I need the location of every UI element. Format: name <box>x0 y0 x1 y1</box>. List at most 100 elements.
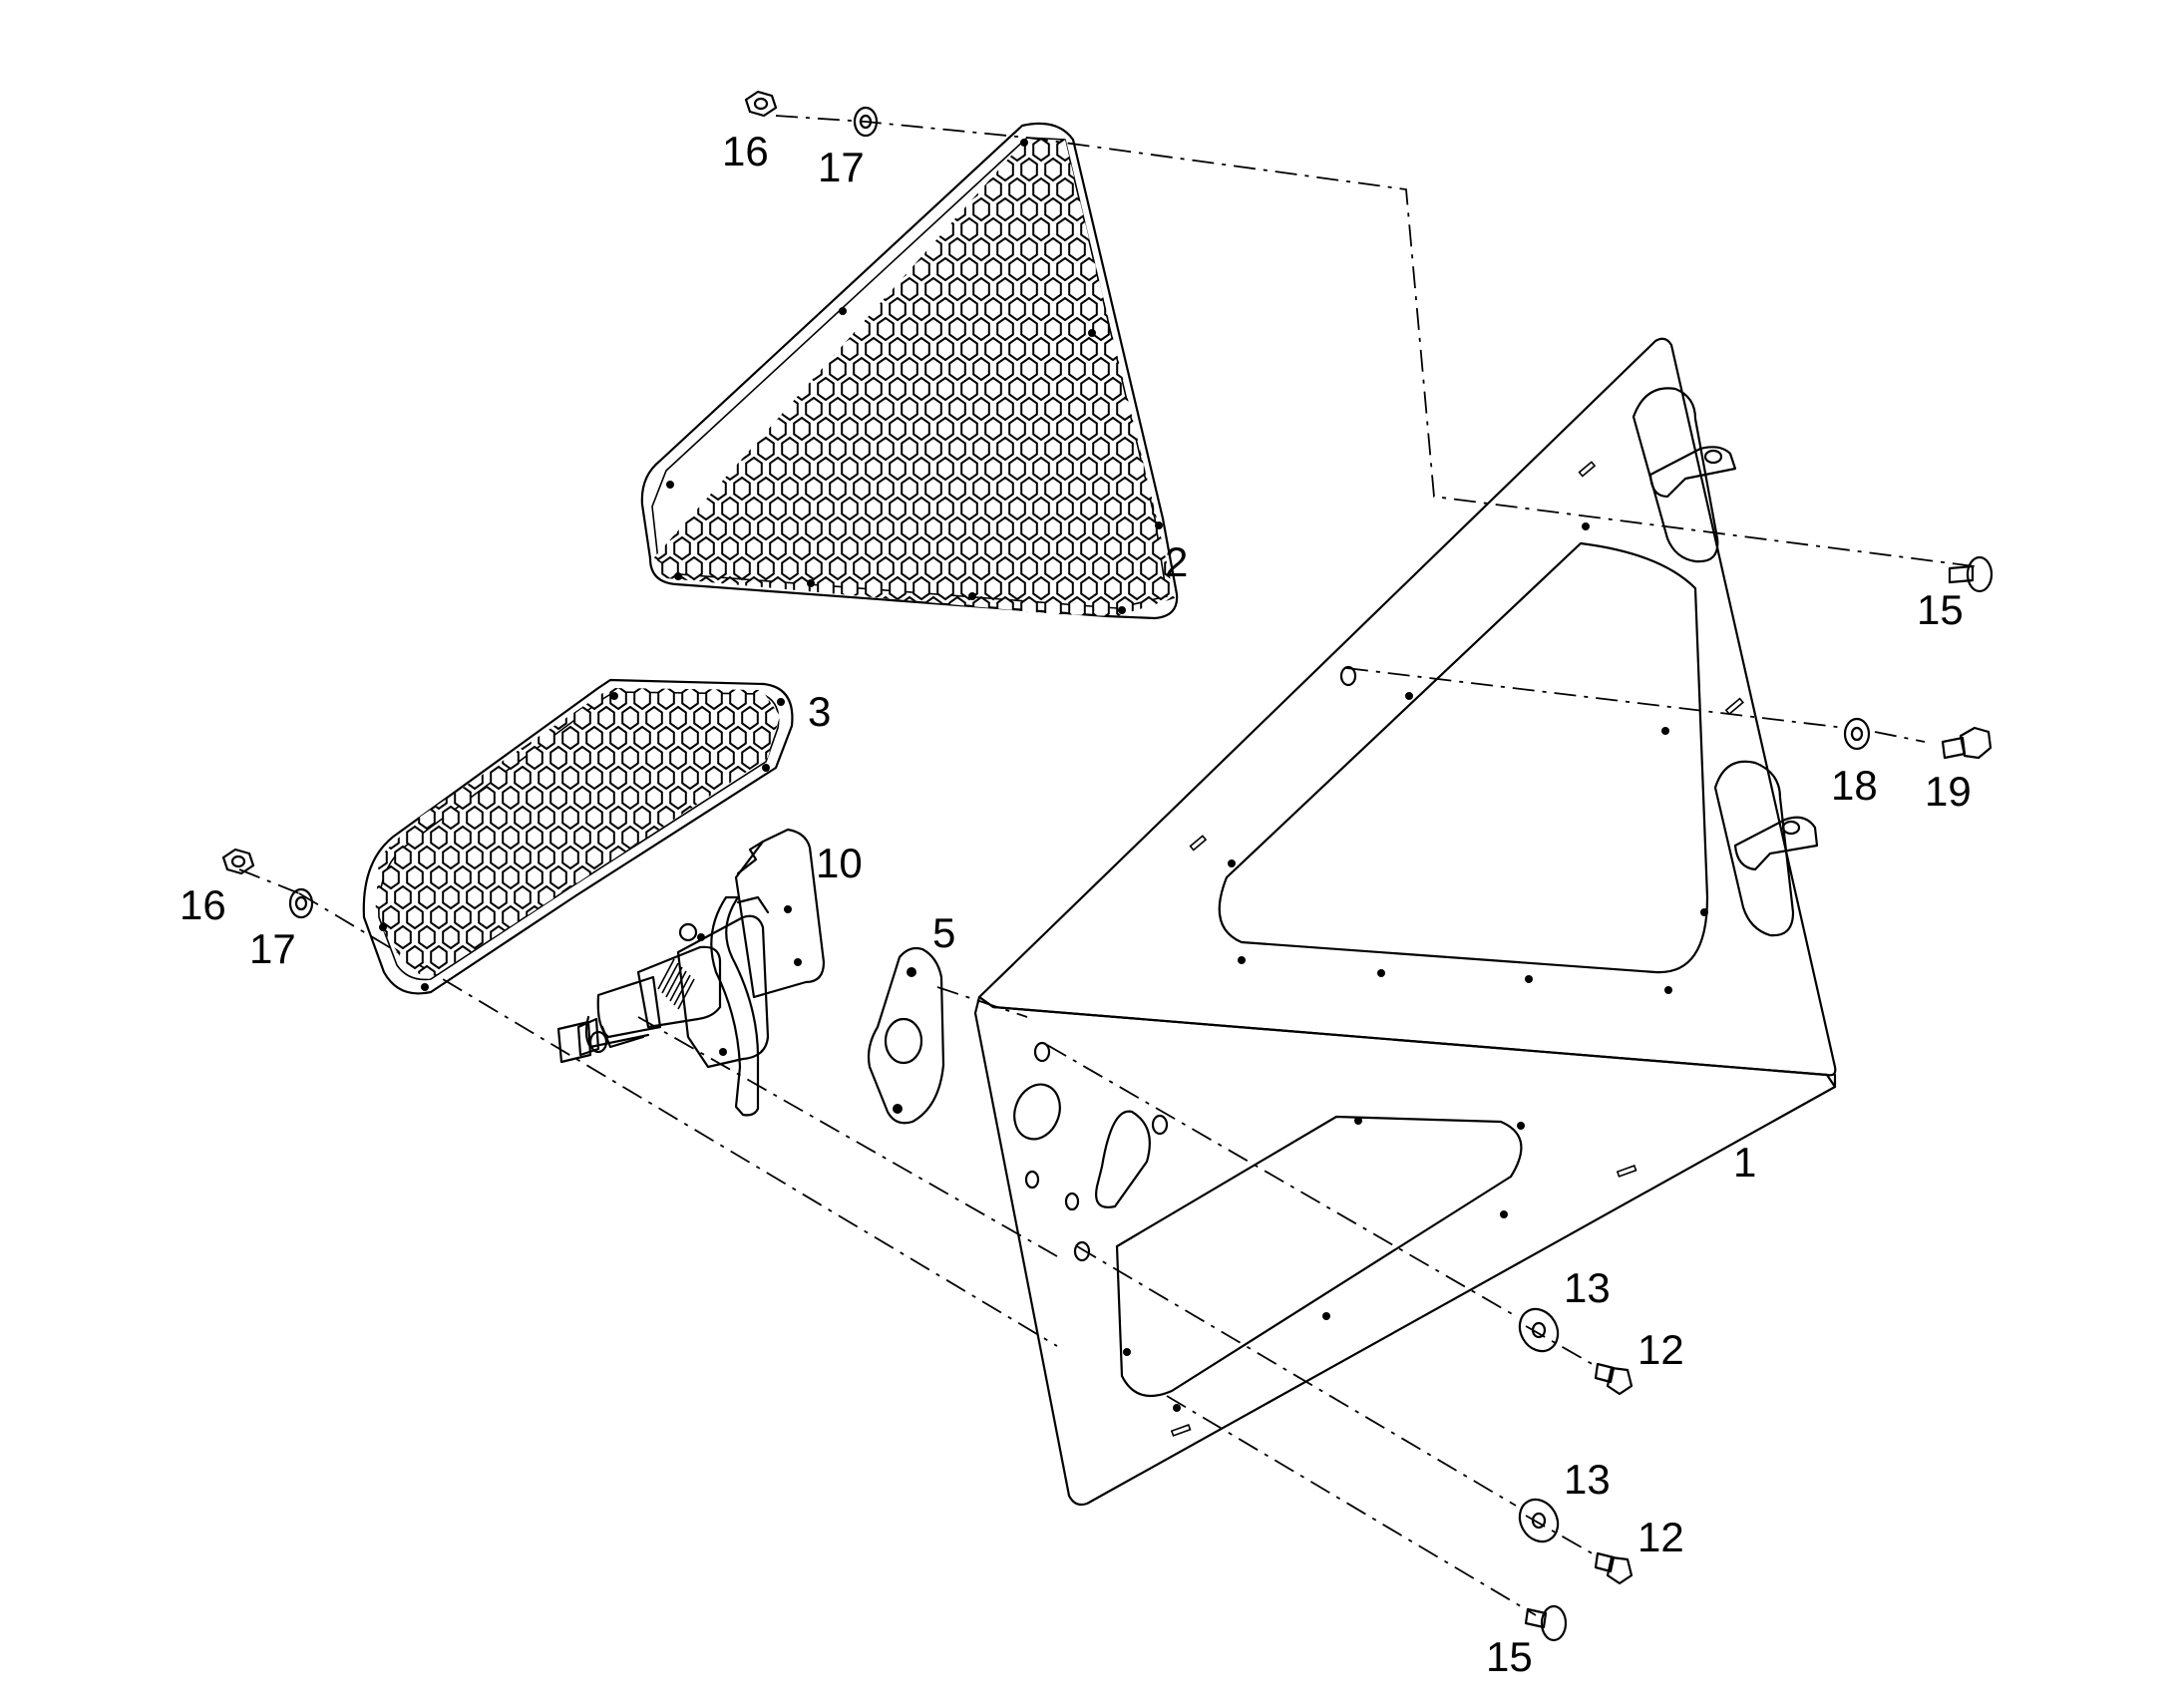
part-16-nut-left <box>221 848 255 875</box>
perforation-hole <box>621 864 639 890</box>
perforation-hole <box>526 904 544 930</box>
perforation-hole <box>669 745 687 771</box>
perforation-hole <box>781 396 799 422</box>
perforation-hole <box>769 535 787 561</box>
callout-16-top: 16 <box>722 128 769 174</box>
perforation-hole <box>984 216 1002 242</box>
perforation-hole <box>661 157 679 182</box>
perforation-hole <box>1068 436 1086 462</box>
perforation-hole <box>753 924 771 950</box>
perforation-hole <box>1104 416 1122 442</box>
perforation-hole <box>793 456 811 482</box>
perforation-hole <box>1008 456 1026 482</box>
perforation-hole <box>733 436 751 462</box>
perforation-hole <box>924 157 942 182</box>
part-15-bolt-lower <box>1524 1604 1568 1642</box>
perforation-hole <box>1056 296 1074 322</box>
perforation-hole <box>649 138 667 163</box>
callout-15-upper: 15 <box>1917 586 1964 633</box>
perforation-hole <box>573 904 591 930</box>
perforation-hole <box>661 515 679 541</box>
perforation-hole <box>645 864 663 890</box>
perforation-hole <box>1164 236 1175 262</box>
perforation-hole <box>1104 216 1122 242</box>
perforation-hole <box>984 256 1002 282</box>
perforation-hole <box>585 964 603 979</box>
perforation-hole <box>502 864 520 890</box>
perforation-hole <box>1080 138 1098 163</box>
perforation-hole <box>829 236 847 262</box>
perforation-hole <box>609 884 627 910</box>
perforation-hole <box>561 884 579 910</box>
perforation-hole <box>514 964 532 979</box>
perforation-hole <box>633 924 651 950</box>
perforation-hole <box>685 276 703 302</box>
perforation-hole <box>960 376 978 402</box>
perforation-hole <box>1080 456 1098 482</box>
perforation-hole <box>1080 256 1098 282</box>
perforation-hole <box>709 515 727 541</box>
perforation-hole <box>1116 476 1134 502</box>
perforation-hole <box>1164 396 1175 422</box>
perforation-hole <box>901 157 918 182</box>
perforation-hole <box>490 924 508 950</box>
perforation-hole <box>889 176 907 202</box>
perforation-hole <box>394 964 412 979</box>
perforation-hole <box>777 924 780 950</box>
perforation-hole <box>781 476 799 502</box>
perforation-hole <box>502 944 520 970</box>
part-5-gasket-plate <box>867 946 945 1125</box>
part-10-latch <box>556 828 826 1117</box>
perforation-hole <box>948 476 966 502</box>
perforation-hole <box>889 496 907 521</box>
perforation-hole <box>1068 476 1086 502</box>
perforation-hole <box>889 575 907 601</box>
perforation-hole <box>924 436 942 462</box>
perforation-hole <box>709 595 727 616</box>
perforation-hole <box>454 745 472 771</box>
perforation-hole <box>549 745 567 771</box>
perforation-hole <box>972 316 990 342</box>
perforation-hole <box>733 196 751 222</box>
perforation-hole <box>924 555 942 581</box>
perforation-hole <box>889 535 907 561</box>
perforation-hole <box>661 316 679 342</box>
perforation-hole <box>936 575 954 601</box>
perforation-hole <box>984 575 1002 601</box>
perforation-hole <box>936 256 954 282</box>
callout-3: 3 <box>808 688 831 735</box>
perforation-hole <box>765 825 780 851</box>
perforation-hole <box>996 316 1014 342</box>
perforation-hole <box>1140 196 1158 222</box>
perforation-hole <box>1044 356 1062 382</box>
perforation-hole <box>466 688 484 711</box>
perforation-hole <box>585 845 603 870</box>
perforation-hole <box>936 376 954 402</box>
perforation-hole <box>1140 236 1158 262</box>
perforation-hole <box>1152 296 1170 322</box>
perforation-hole <box>685 356 703 382</box>
perforation-hole <box>853 236 871 262</box>
perforation-hole <box>841 256 859 282</box>
perforation-hole <box>948 396 966 422</box>
perforation-hole <box>841 456 859 482</box>
perforation-hole <box>853 476 871 502</box>
callout-13-lower: 13 <box>1564 1456 1611 1503</box>
perforation-hole <box>901 555 918 581</box>
perforation-hole <box>996 396 1014 422</box>
perforation-hole <box>996 196 1014 222</box>
perforation-hole <box>877 157 895 182</box>
perforation-hole <box>538 964 555 979</box>
perforation-hole <box>901 476 918 502</box>
perforation-hole <box>936 216 954 242</box>
part-18-washer <box>1843 717 1871 751</box>
perforation-hole <box>418 725 436 751</box>
perforation-hole <box>490 964 508 979</box>
perforation-hole <box>901 276 918 302</box>
perforation-hole <box>1092 196 1110 222</box>
perforation-hole <box>865 496 883 521</box>
perforation-hole <box>777 964 780 979</box>
perforation-hole <box>673 336 691 362</box>
perforation-hole <box>538 845 555 870</box>
perforation-hole <box>1044 515 1062 541</box>
